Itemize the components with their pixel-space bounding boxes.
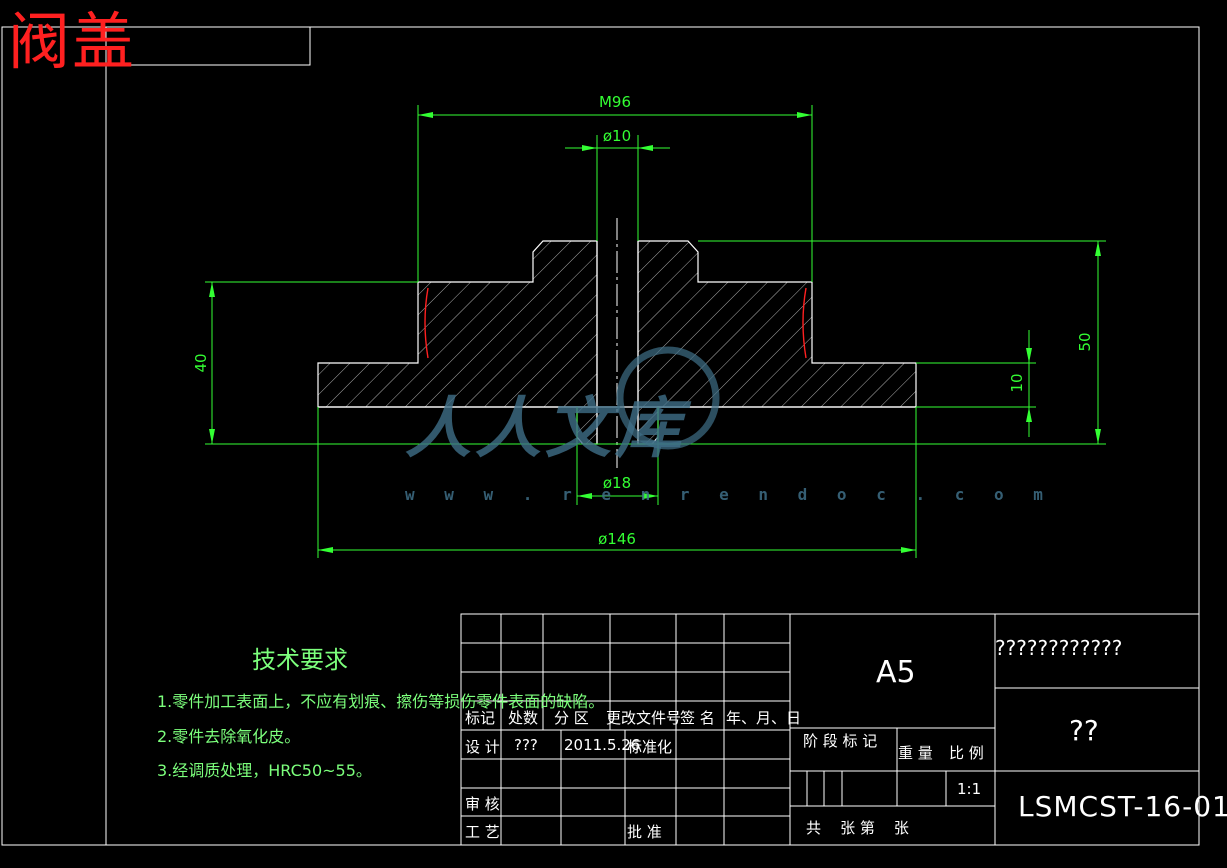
tb-part-name: ??: [1069, 714, 1099, 747]
dim-h10: 10: [1008, 373, 1026, 392]
tb-drawing-no: LSMCST-16-01: [1018, 790, 1227, 823]
tb-design-name: ???: [514, 736, 538, 754]
thread-left: [424, 287, 429, 359]
dim-h50: 50: [1076, 332, 1094, 351]
tb-review: 审 核: [465, 795, 500, 813]
sheet-title: 阀盖: [8, 5, 137, 78]
tb-standardize: 标准化: [627, 738, 673, 756]
thread-right: [802, 287, 807, 359]
watermark-logo: 人人文库: [405, 389, 685, 467]
tb-header-sign: 签 名: [680, 709, 715, 727]
tb-header-zone: 分 区: [554, 709, 589, 727]
title-block-grid: [460, 613, 1200, 846]
tb-approve: 批 准: [627, 823, 662, 841]
tb-process: 工 艺: [465, 823, 500, 841]
tech-requirement-item: 1.零件加工表面上，不应有划痕、擦伤等损伤零件表面的缺陷。: [157, 692, 605, 711]
tb-scale: 比 例: [949, 744, 984, 762]
tb-header-doc: 更改文件号: [606, 709, 682, 727]
watermark-circle: [616, 346, 720, 450]
tb-sheets: 共 张 第 张: [806, 819, 909, 837]
tb-header-mark: 标记: [465, 709, 496, 727]
tb-company: ????????????: [995, 636, 1123, 660]
tech-requirements-heading: 技术要求: [252, 646, 348, 674]
tb-stage-mark: 阶 段 标 记: [803, 732, 878, 750]
watermark-url: w w w . r e n r e n d o c . c o m: [405, 485, 1053, 504]
tech-requirement-item: 2.零件去除氧化皮。: [157, 727, 301, 746]
tb-header-count: 处数: [508, 709, 539, 727]
tb-weight: 重 量: [898, 744, 933, 762]
dim-h40: 40: [192, 353, 210, 372]
tb-design-label: 设 计: [465, 738, 500, 756]
dim-d146: ø146: [598, 530, 636, 548]
tb-design-date: 2011.5.26: [564, 736, 641, 754]
dim-m96: M96: [599, 93, 631, 111]
dim-d10: ø10: [603, 127, 631, 145]
dim-d18: ø18: [603, 474, 631, 492]
tb-scale-value: 1:1: [957, 780, 982, 798]
tb-size: A5: [876, 655, 916, 690]
tech-requirement-item: 3.经调质处理，HRC50~55。: [157, 761, 372, 780]
title-box: [105, 26, 311, 66]
tb-header-date: 年、月、日: [726, 709, 802, 727]
